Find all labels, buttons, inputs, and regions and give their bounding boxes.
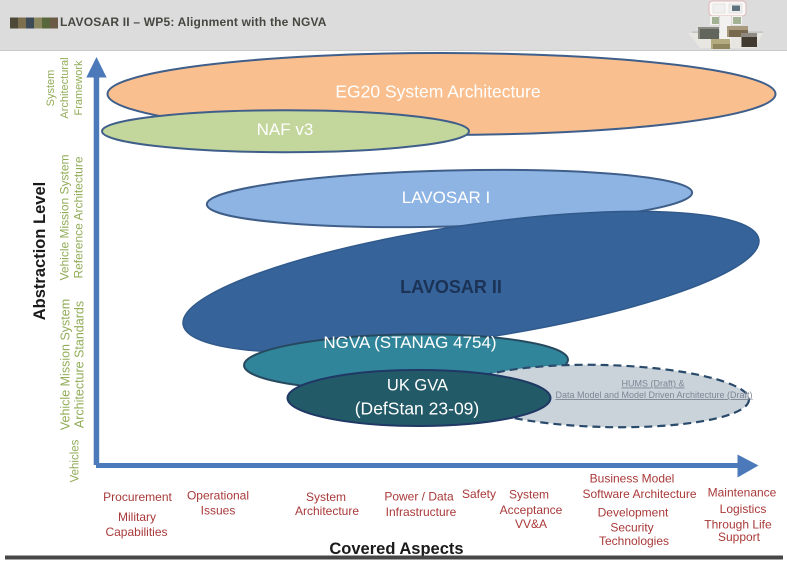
svg-text:Business Model: Business Model [590,472,675,486]
svg-text:LAVOSAR II: LAVOSAR II [400,277,502,297]
svg-text:Software Architecture: Software Architecture [582,487,696,501]
svg-text:Security: Security [610,521,653,535]
svg-text:Procurement: Procurement [103,490,172,504]
svg-text:System: System [306,490,346,504]
svg-text:Covered Aspects: Covered Aspects [329,540,463,558]
svg-text:Maintenance: Maintenance [708,486,777,500]
svg-text:Abstraction Level: Abstraction Level [31,182,49,320]
svg-text:Infrastructure: Infrastructure [386,505,457,519]
svg-text:Framework: Framework [73,60,85,116]
svg-text:EG20 System Architecture: EG20 System Architecture [335,82,540,102]
svg-text:Acceptance: Acceptance [500,503,563,517]
svg-text:System: System [45,70,57,107]
svg-text:Operational: Operational [187,489,249,503]
svg-text:Capabilities: Capabilities [105,525,167,539]
svg-text:Through Life: Through Life [704,518,772,532]
svg-text:Architecture Standards: Architecture Standards [73,301,87,428]
svg-text:Data Model and Model Driven Ar: Data Model and Model Driven Architecture… [555,390,752,400]
svg-text:System: System [509,488,549,502]
svg-text:HUMS (Draft) &: HUMS (Draft) & [622,379,685,389]
svg-text:Development: Development [598,506,669,520]
svg-text:Safety: Safety [462,487,496,501]
svg-text:Architecture: Architecture [295,504,359,518]
svg-text:Reference Architecture: Reference Architecture [72,156,86,278]
svg-text:(DefStan 23-09): (DefStan 23-09) [355,399,480,419]
svg-text:Vehicle Mission System: Vehicle Mission System [58,154,72,280]
svg-text:Power / Data: Power / Data [384,490,454,504]
svg-text:Vehicles: Vehicles [70,439,82,482]
svg-text:Vehicle Mission System: Vehicle Mission System [59,299,73,430]
svg-text:Military: Military [118,510,156,524]
svg-text:Technologies: Technologies [599,534,669,548]
svg-text:Architectural: Architectural [59,57,71,118]
svg-text:LAVOSAR I: LAVOSAR I [402,188,491,207]
svg-text:UK GVA: UK GVA [387,377,448,395]
svg-text:NGVA (STANAG 4754): NGVA (STANAG 4754) [323,333,496,352]
svg-text:Support: Support [718,530,761,544]
svg-text:NAF v3: NAF v3 [257,120,314,139]
svg-text:Issues: Issues [201,504,236,518]
svg-text:VV&A: VV&A [515,517,547,531]
svg-text:Logistics: Logistics [720,502,767,516]
